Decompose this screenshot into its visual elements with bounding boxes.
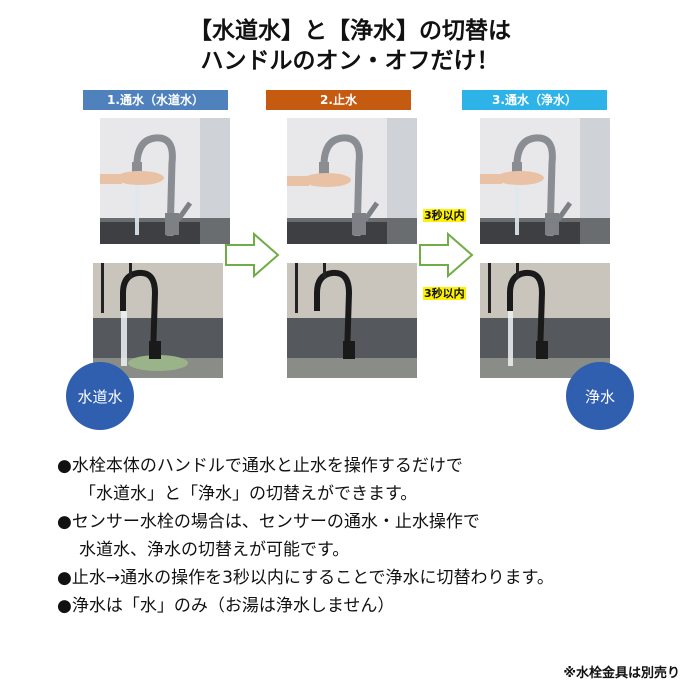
footnote: ※水栓金具は別売り xyxy=(563,666,680,681)
list-item: ●止水→通水の操作を3秒以内にすることで浄水に切替わります。 xyxy=(57,568,554,588)
page-title: 【水道水】と【浄水】の切替は ハンドルのオン・オフだけ！ xyxy=(0,16,700,76)
timing-label-top: 3秒以内 xyxy=(423,209,466,223)
step-label-2: 2.止水 xyxy=(266,90,411,110)
faucet-photo-black-stopped xyxy=(287,263,417,378)
faucet-photo-silver-running xyxy=(100,118,230,244)
list-item: ●センサー水栓の場合は、センサーの通水・止水操作で xyxy=(57,512,480,532)
list-item: ●水栓本体のハンドルで通水と止水を操作するだけで xyxy=(57,456,463,476)
filtered-water-circle: 浄水 xyxy=(566,362,634,430)
faucet-photo-silver-running-filtered xyxy=(480,118,610,244)
list-item: 「水道水」と「浄水」の切替えができます。 xyxy=(79,484,418,504)
title-line-2: ハンドルのオン・オフだけ！ xyxy=(200,48,500,74)
tap-water-circle: 水道水 xyxy=(66,362,134,430)
step-label-3: 3.通水（浄水） xyxy=(462,90,607,110)
faucet-photo-black-running xyxy=(93,263,223,378)
arrow-right-icon xyxy=(419,232,474,278)
feature-list: ●水栓本体のハンドルで通水と止水を操作するだけで 「水道水」と「浄水」の切替えが… xyxy=(57,452,677,620)
faucet-photo-silver-stopped xyxy=(287,118,417,244)
title-line-1: 【水道水】と【浄水】の切替は xyxy=(189,18,511,44)
step-label-1: 1.通水（水道水） xyxy=(83,90,228,110)
timing-highlight: 3秒以内 xyxy=(423,287,466,300)
timing-label-bottom: 3秒以内 xyxy=(423,287,466,301)
list-item: ●浄水は「水」のみ（お湯は浄水しません） xyxy=(57,596,395,616)
faucet-photo-black-running-filtered xyxy=(480,263,610,378)
timing-highlight: 3秒以内 xyxy=(423,209,466,222)
arrow-right-icon xyxy=(225,232,280,278)
list-item: 水道水、浄水の切替えが可能です。 xyxy=(79,540,350,560)
